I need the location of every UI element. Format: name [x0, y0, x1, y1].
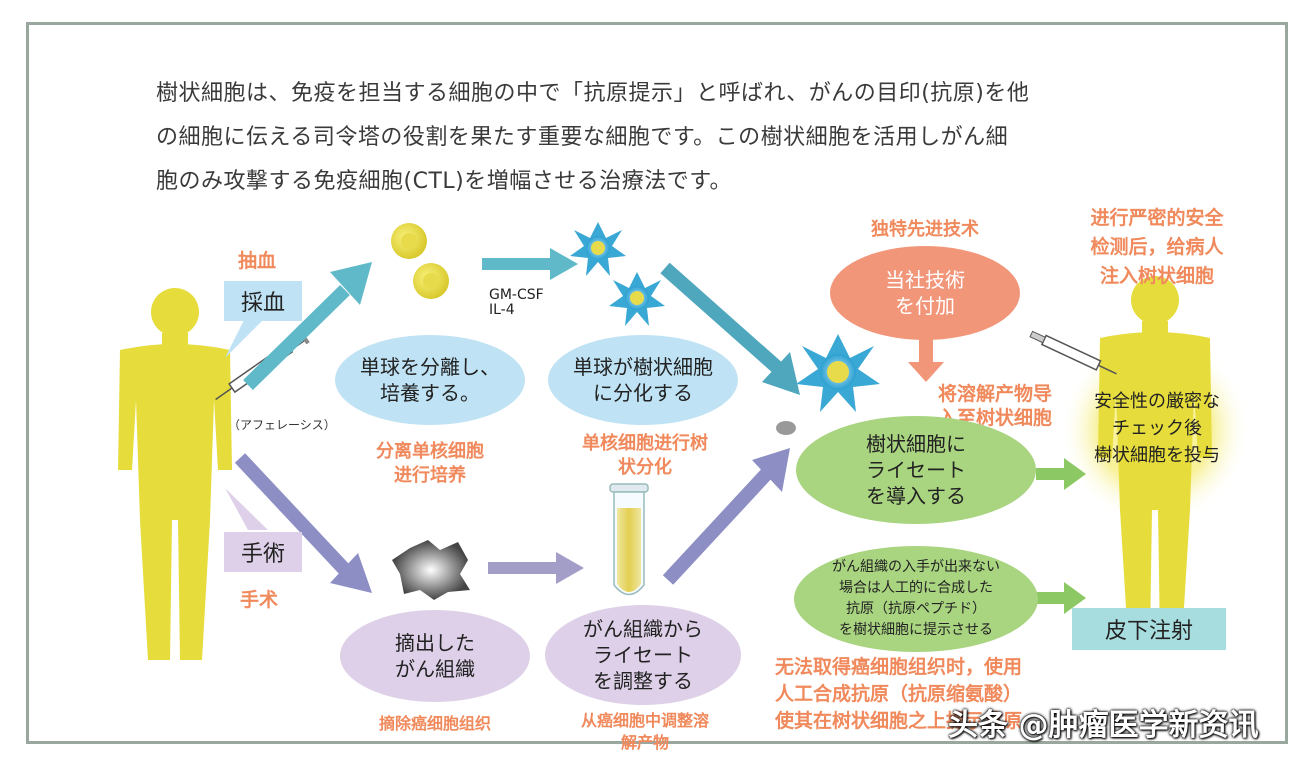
intro-line-3: 胞のみ攻撃する免疫細胞(CTL)を増幅させる治療法です。 — [156, 169, 733, 194]
step-artificial-antigen: がん組織の入手が出来ない 場合は人工的に合成した 抗原（抗原ペプチド） を樹状細… — [794, 546, 1038, 652]
step-adjust-cn: 从癌细胞中调整溶 解产物 — [580, 711, 709, 752]
step-administer-jp: 安全性の厳密な チェック後 樹状細胞を投与 — [1094, 391, 1220, 466]
intro-line-1: 樹状細胞は、免疫を担当する細胞の中で「抗原提示」と呼ばれ、がんの目印(抗原)を他 — [156, 81, 1030, 106]
dendritic-cell-icon-large — [796, 334, 880, 412]
dendritic-cell-icon — [570, 222, 626, 276]
surgery-label-cn: 手术 — [240, 589, 279, 611]
test-tube-icon — [609, 483, 649, 596]
cytokine-gm-csf: GM-CSF — [489, 287, 544, 303]
intro-text: 樹状細胞は、免疫を担当する細胞の中で「抗原提示」と呼ばれ、がんの目印(抗原)を他… — [156, 72, 1206, 204]
cytokine-labels: GM-CSF IL-4 — [489, 288, 544, 318]
step-differentiate: 単球が樹状細胞 に分化する — [548, 335, 738, 425]
blood-label-jp: 採血 — [224, 281, 302, 321]
step-separate-monocytes: 単球を分離し、 培養する。 — [335, 335, 525, 425]
step-excise-cn: 摘除癌细胞组织 — [378, 714, 491, 733]
step-administer-cn: 进行严密的安全 检测后，给病人 注入树状细胞 — [1090, 207, 1224, 287]
flow-arrows — [234, 248, 1086, 614]
syringe-icon-right — [1029, 330, 1117, 375]
step-import-lysate: 樹状細胞に ライセート を導入する — [796, 416, 1036, 524]
patient-figure-treated — [1098, 276, 1212, 640]
step-excise-tumor: 摘出した がん組織 — [340, 610, 530, 702]
dendritic-cell-icon — [609, 272, 665, 326]
callout-pointer-surgery — [225, 488, 268, 530]
callout-pointer-blood — [225, 318, 265, 358]
blood-label-cn: 抽血 — [238, 250, 277, 272]
cytokine-il4: IL-4 — [489, 302, 515, 318]
surgery-label-jp: 手術 — [224, 532, 302, 572]
lysate-droplet-icon — [776, 421, 796, 435]
technology-label-cn: 独特先进技术 — [871, 219, 979, 240]
subcutaneous-injection-label: 皮下注射 — [1072, 608, 1226, 650]
intro-line-2: の細胞に伝える司令塔の役割を果たす重要な細胞です。この樹状細胞を活用しがん細 — [156, 125, 1009, 150]
tumor-icon — [392, 540, 470, 600]
apheresis-label: （アフェレーシス） — [228, 418, 336, 432]
step-differentiate-cn: 单核细胞进行树 状分化 — [582, 433, 708, 478]
patient-figure — [118, 288, 232, 660]
step-adjust-lysate: がん組織から ライセート を調整する — [545, 605, 741, 705]
step-separate-cn: 分离单核细胞 进行培养 — [376, 441, 484, 486]
step-artificial-cn: 无法取得癌细胞组织时，使用 人工合成抗原（抗原缩氨酸） 使其在树状细胞之上提示抗… — [775, 656, 1023, 732]
watermark-text: 头条 @肿瘤医学新资讯 — [948, 708, 1259, 743]
step-add-technology: 当社技術 を付加 — [830, 246, 1020, 340]
